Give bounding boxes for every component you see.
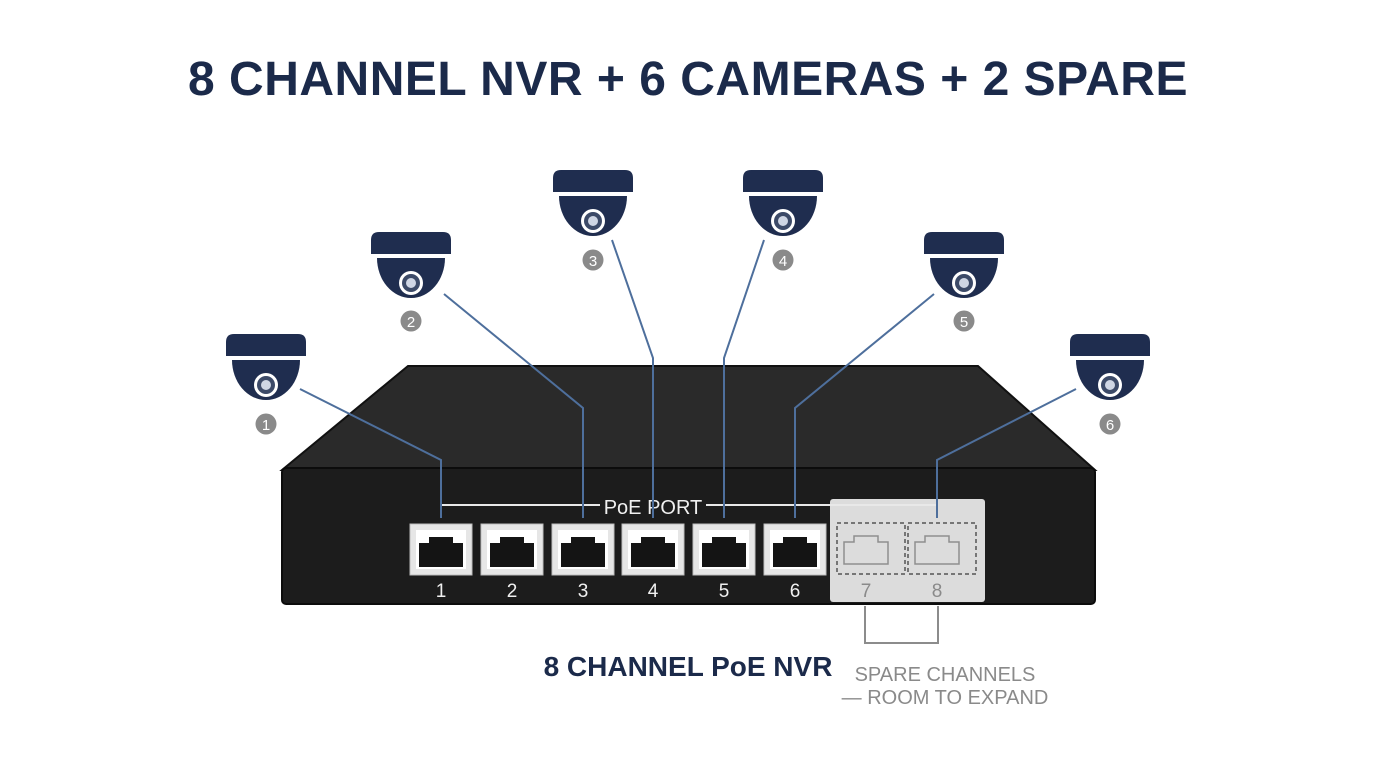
rj45-outline-icon: [843, 535, 889, 565]
port-number-label: 8: [932, 581, 943, 602]
rj45-icon: [773, 537, 817, 567]
spare-bracket: [864, 606, 939, 644]
camera-number-badge: [772, 249, 794, 271]
dome-camera-1: 1: [226, 334, 306, 435]
camera-mount: [1070, 334, 1150, 356]
camera-number-badge: [582, 249, 604, 271]
cable-group: [299, 239, 1077, 518]
camera-lens-glass: [1105, 380, 1115, 390]
camera-seam: [371, 254, 451, 258]
port-number-label: 6: [790, 581, 801, 602]
nvr-port-8: 8: [907, 522, 977, 602]
camera-cable-5: [794, 293, 935, 518]
nvr-port-7: 7: [836, 522, 906, 602]
dome-camera-6: 6: [1070, 334, 1150, 435]
camera-lens-glass: [778, 216, 788, 226]
camera-seam: [226, 356, 306, 360]
camera-number-badge: [400, 310, 422, 332]
camera-lens-glass: [588, 216, 598, 226]
rj45-icon: [419, 537, 463, 567]
spare-note-line1: SPARE CHANNELS: [855, 664, 1036, 686]
spare-note-line2: — ROOM TO EXPAND: [842, 687, 1049, 709]
port-number-label: 4: [648, 581, 659, 602]
rj45-icon: [702, 537, 746, 567]
dome-camera-4: 4: [743, 170, 823, 271]
port-number-label: 7: [861, 581, 872, 602]
camera-number-label: 6: [1106, 417, 1114, 434]
camera-number-badge: [1099, 413, 1121, 435]
nvr-label: 8 CHANNEL PoE NVR: [544, 651, 833, 682]
camera-seam: [1070, 356, 1150, 360]
camera-lens-glass: [261, 380, 271, 390]
camera-number-badge: [255, 413, 277, 435]
camera-cable-6: [936, 388, 1077, 518]
camera-number-label: 2: [407, 314, 415, 331]
port-group: 1 2 3 4 5 6 7 8: [409, 522, 977, 602]
nvr-port-3: 3: [551, 523, 615, 602]
camera-mount: [226, 334, 306, 356]
nvr-port-2: 2: [480, 523, 544, 602]
page-title: 8 CHANNEL NVR + 6 CAMERAS + 2 SPARE: [188, 53, 1188, 106]
nvr-device: [279, 365, 1098, 605]
nvr-port-6: 6: [763, 523, 827, 602]
nvr-top-face: [279, 365, 1098, 471]
nvr-port-4: 4: [621, 523, 685, 602]
camera-seam: [924, 254, 1004, 258]
dome-camera-3: 3: [553, 170, 633, 271]
nvr-port-5: 5: [692, 523, 756, 602]
rj45-icon: [490, 537, 534, 567]
camera-group: 1 2 3 4 5 6: [226, 170, 1150, 435]
camera-lens-glass: [406, 278, 416, 288]
port-number-label: 1: [436, 581, 447, 602]
port-frame: [836, 522, 906, 575]
camera-number-badge: [953, 310, 975, 332]
camera-lens-glass: [959, 278, 969, 288]
port-number-label: 2: [507, 581, 518, 602]
camera-number-label: 3: [589, 253, 597, 270]
camera-cable-2: [443, 293, 584, 518]
camera-number-label: 5: [960, 314, 968, 331]
camera-seam: [553, 192, 633, 196]
rj45-icon: [561, 537, 605, 567]
port-number-label: 5: [719, 581, 730, 602]
camera-seam: [743, 192, 823, 196]
camera-cable-3: [611, 239, 654, 518]
camera-mount: [924, 232, 1004, 254]
rj45-icon: [631, 537, 675, 567]
camera-cable-4: [723, 239, 765, 518]
camera-mount: [553, 170, 633, 192]
port-frame: [907, 522, 977, 575]
camera-number-label: 4: [779, 253, 787, 270]
dome-camera-2: 2: [371, 232, 451, 332]
camera-number-label: 1: [262, 417, 270, 434]
camera-mount: [371, 232, 451, 254]
port-number-label: 3: [578, 581, 589, 602]
camera-cable-1: [299, 388, 442, 518]
dome-camera-5: 5: [924, 232, 1004, 332]
camera-mount: [743, 170, 823, 192]
nvr-port-1: 1: [409, 523, 473, 602]
rj45-outline-icon: [914, 535, 960, 565]
